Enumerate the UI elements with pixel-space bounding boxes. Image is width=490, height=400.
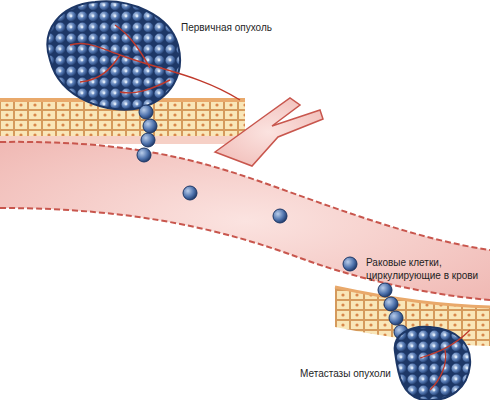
callout-label: Первичная опухоль [181,22,272,35]
callout-label: Раковые клетки, циркулирующие в крови [366,257,486,282]
callout-label: Метастазы опухоли [300,368,391,381]
